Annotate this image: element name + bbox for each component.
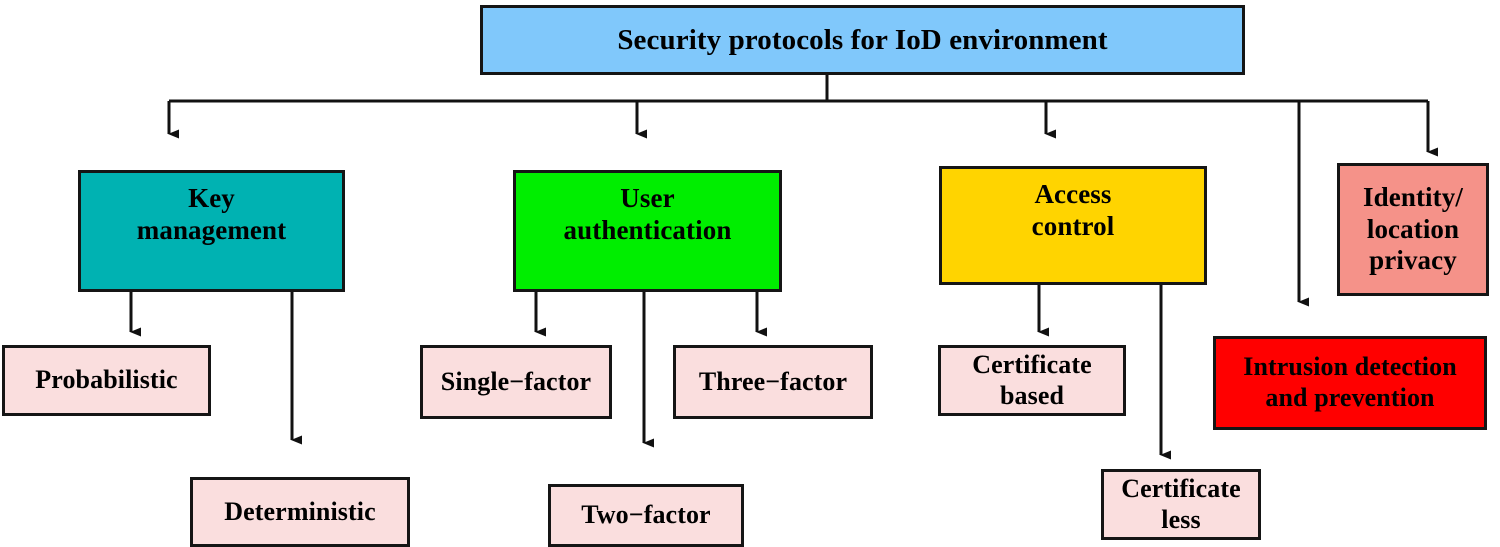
node-two-factor-label: Two−factor [581, 500, 711, 530]
node-single-factor-label: Single−factor [440, 366, 592, 396]
node-certificate-based[interactable]: Certificate based [938, 345, 1126, 416]
node-deterministic-label: Deterministic [224, 496, 376, 526]
node-root[interactable]: Security protocols for IoD environment [480, 5, 1245, 75]
node-root-label: Security protocols for IoD environment [617, 23, 1108, 56]
node-three-factor[interactable]: Three−factor [673, 345, 873, 419]
node-user-authentication-label: User authentication [563, 183, 732, 245]
node-probabilistic-label: Probabilistic [35, 365, 178, 395]
node-single-factor[interactable]: Single−factor [420, 345, 612, 419]
node-certificate-based-label: Certificate based [972, 349, 1092, 410]
node-certificate-less-label: Certificate less [1121, 473, 1241, 534]
node-certificate-less[interactable]: Certificate less [1101, 469, 1261, 540]
node-key-management[interactable]: Key management [78, 170, 345, 292]
node-two-factor[interactable]: Two−factor [548, 484, 744, 547]
node-identity-location-privacy[interactable]: Identity/ location privacy [1337, 163, 1489, 296]
node-three-factor-label: Three−factor [698, 366, 848, 396]
node-key-management-label: Key management [136, 183, 287, 245]
node-intrusion-detection-label: Intrusion detection and prevention [1243, 352, 1457, 412]
node-identity-location-privacy-label: Identity/ location privacy [1363, 181, 1463, 276]
node-access-control-label: Access control [1031, 179, 1115, 241]
node-intrusion-detection[interactable]: Intrusion detection and prevention [1213, 336, 1487, 430]
node-access-control[interactable]: Access control [939, 166, 1207, 285]
node-probabilistic[interactable]: Probabilistic [2, 345, 211, 416]
node-user-authentication[interactable]: User authentication [513, 170, 782, 292]
node-deterministic[interactable]: Deterministic [190, 477, 410, 547]
